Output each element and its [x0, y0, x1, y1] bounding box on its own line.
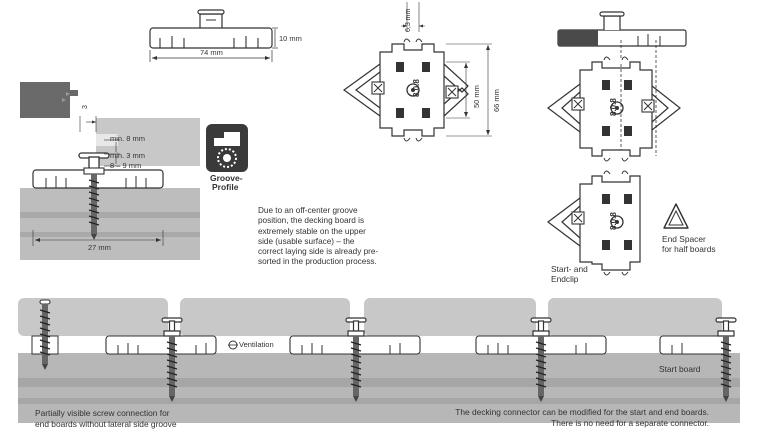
clip-plan-dim-50: 50 mm — [472, 85, 481, 108]
end-spacer-label-1: End Spacer — [662, 234, 706, 244]
note-right-line2: There is no need for a separate connecto… — [551, 418, 709, 428]
start-end-clip-views — [547, 11, 689, 276]
groove-profile-line2: Profile — [212, 182, 239, 192]
ventilation-label: Ventilation — [239, 340, 274, 349]
long-section — [18, 298, 740, 423]
clip-plan-code: 8.0.8 — [412, 79, 421, 97]
section-range-label: 8 – 9 mm — [110, 161, 142, 170]
groove-profile-label: Groove- Profile — [210, 174, 243, 192]
start-board-label: Start board — [659, 364, 701, 374]
clip-height-label: 10 mm — [279, 34, 302, 43]
clip-plan-dim-66: 66 mm — [492, 89, 501, 112]
section-width-27-label: 27 mm — [88, 243, 111, 252]
groove-profile-icon — [206, 124, 248, 172]
end-spacer-label-2: for half boards — [662, 244, 716, 254]
clip-plan-top-dim: 6,3 mm — [405, 8, 412, 32]
clip-front-view — [149, 9, 278, 62]
note-left-line1: Partially visible screw connection for — [35, 408, 170, 418]
clip-width-label: 74 mm — [200, 48, 223, 57]
section-min3-label: min. 3 mm — [110, 151, 146, 160]
section-dim-3: 3 — [82, 105, 89, 109]
note-right-line1: The decking connector can be modified fo… — [455, 407, 709, 417]
section-min8-label: min. 8 mm — [110, 134, 146, 143]
note-left-line2: end boards without lateral side groove — [35, 419, 177, 429]
start-end-clip-label-2: Endclip — [551, 274, 579, 284]
clip-code-full: 8.0.8 — [609, 98, 618, 116]
clip-code-half: 8.0.8 — [609, 212, 618, 230]
start-end-clip-label-1: Start- and — [551, 264, 588, 274]
section-detail — [20, 82, 200, 260]
groove-profile-line1: Groove- — [210, 173, 243, 183]
groove-description: Due to an off-center groove position, th… — [258, 206, 379, 267]
clip-plan-view — [342, 2, 492, 142]
